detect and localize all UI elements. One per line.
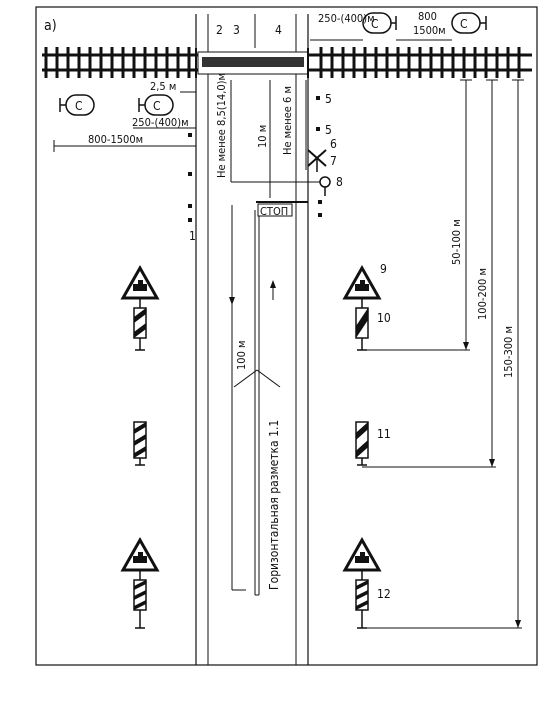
num-2: 2 — [216, 23, 223, 37]
striped-post-icon — [355, 421, 369, 466]
panel-label: а) — [44, 18, 57, 34]
svg-text:C: C — [153, 99, 161, 113]
stop-word: СТОП — [260, 205, 288, 218]
dim-150-300: 150-300 м — [502, 326, 515, 378]
element-numbers: 1 2 3 4 5 5 6 7 8 9 10 11 12 — [189, 23, 391, 601]
road — [195, 14, 309, 665]
dim-50-100: 50-100 м — [450, 219, 463, 265]
num-12: 12 — [377, 587, 391, 601]
dim-2-5: 2,5 м — [150, 80, 176, 93]
striped-post-icon — [133, 579, 147, 629]
striped-post-icon — [133, 421, 147, 466]
warning-triangle-train-icon — [342, 264, 382, 300]
dim-min-6: Не менее 6 м — [281, 86, 294, 155]
num-7: 7 — [330, 154, 337, 168]
dim-100-200: 100-200 м — [476, 268, 489, 320]
dimension-labels: 250-(400)м 800 1500м 2,5 м 250-(400)м 80… — [88, 10, 446, 146]
warning-triangle-train-icon — [120, 264, 160, 300]
striped-post-icon — [355, 579, 369, 629]
warning-triangle-train-icon — [120, 536, 160, 572]
marking-label: Горизонтальная разметка 1.1 — [267, 420, 281, 590]
dim-signal-right-near: 250-(400)м — [318, 12, 375, 25]
striped-post-icon — [355, 307, 369, 351]
warning-triangle-train-icon — [342, 536, 382, 572]
num-5a: 5 — [325, 92, 332, 106]
dim-10: 10 м — [256, 125, 269, 148]
railway-track — [42, 47, 532, 78]
roadside-markers — [188, 96, 322, 222]
svg-text:C: C — [460, 17, 468, 31]
dimension-lines — [53, 39, 524, 629]
arrowheads — [229, 280, 521, 628]
svg-text:C: C — [75, 99, 83, 113]
frame — [35, 6, 538, 666]
num-10: 10 — [377, 311, 391, 325]
num-9: 9 — [380, 262, 387, 276]
num-4: 4 — [275, 23, 282, 37]
num-1: 1 — [189, 229, 196, 243]
num-11: 11 — [377, 427, 391, 441]
svg-text:C: C — [371, 17, 379, 31]
dim-signal-right-far-a: 800 — [418, 10, 437, 23]
num-8: 8 — [336, 175, 343, 189]
warning-signs — [120, 264, 382, 629]
num-6: 6 — [330, 137, 337, 151]
dim-signal-left-near: 250-(400)м — [132, 116, 189, 129]
striped-post-icon — [133, 307, 147, 351]
dim-signal-left-far: 800-1500м — [88, 133, 143, 146]
num-3: 3 — [233, 23, 240, 37]
dim-signal-right-far-b: 1500м — [413, 24, 446, 37]
num-5b: 5 — [325, 123, 332, 137]
st-andrews-cross-icon — [307, 149, 327, 172]
dim-min-8-5: Не менее 8,5(14,0)м — [215, 73, 228, 178]
railway-signal-icon: C C C C — [59, 12, 487, 116]
crossing-signal-icon — [319, 176, 331, 196]
dim-100: 100 м — [235, 341, 248, 371]
vertical-dimension-labels: Не менее 8,5(14,0)м 10 м Не менее 6 м 10… — [215, 73, 515, 590]
